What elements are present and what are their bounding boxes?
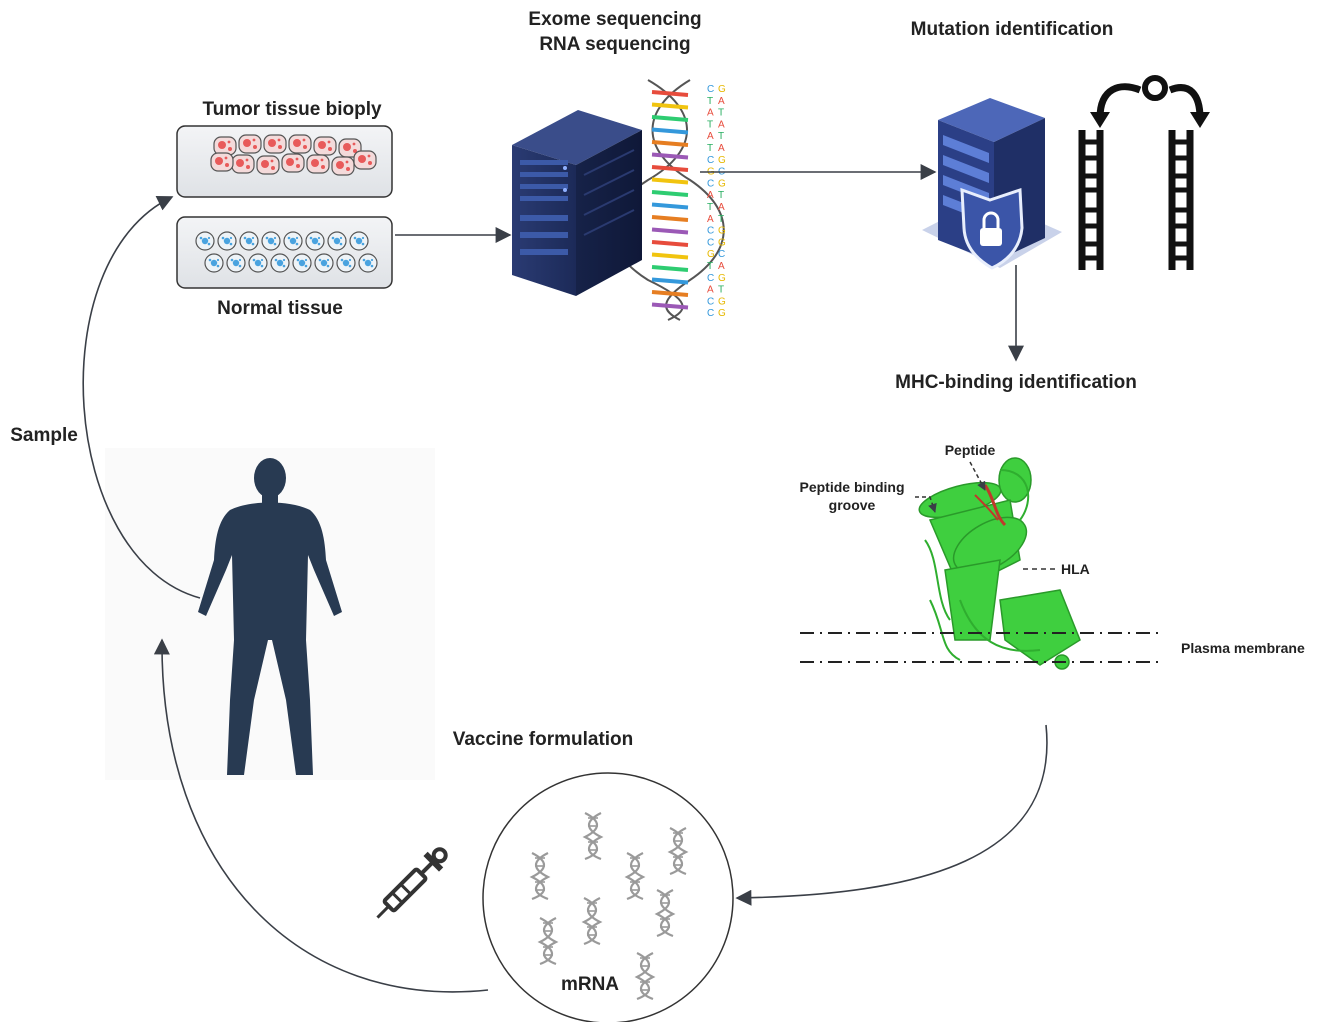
sequence-letter: T [718,285,724,296]
peptide-label: Peptide [945,442,996,458]
sequence-letter: T [718,214,724,225]
dna-compare-icon [1082,75,1210,270]
tumor-cell [210,152,234,172]
sequence-letter: T [707,202,713,213]
sequence-letter: C [707,296,714,307]
sequence-letter: G [707,249,715,260]
human-body-icon [105,448,435,780]
sequence-letter: A [707,214,714,225]
normal-cell [358,253,378,273]
exome-sequencing-label: Exome sequencing [528,9,701,30]
sequence-letter: T [707,143,713,154]
tumor-cell [331,156,355,176]
normal-cell [248,253,268,273]
mhc-binding-label: MHC-binding identification [895,372,1137,393]
mrna-label: mRNA [561,974,619,995]
normal-tissue-panel [176,216,393,289]
normal-cell [261,231,281,251]
normal-cell [327,231,347,251]
normal-cell [239,231,259,251]
normal-cell [204,253,224,273]
tumor-cell [231,154,255,174]
sequence-letter: T [707,261,713,272]
tumor-cell [213,136,237,156]
sequence-letter: G [718,84,726,95]
vaccine-formulation-label: Vaccine formulation [453,729,634,750]
sequence-letter: C [718,249,725,260]
sequence-letter: T [718,108,724,119]
normal-cell [305,231,325,251]
normal-cell [283,231,303,251]
peptide-binding-groove-label-line1: Peptide binding [800,479,905,495]
mutation-identification-label: Mutation identification [911,19,1114,40]
tumor-cell [238,134,262,154]
hla-label: HLA [1061,561,1090,577]
tumor-cell [306,154,330,174]
normal-cell [314,253,334,273]
normal-cell [270,253,290,273]
normal-cell [349,231,369,251]
sequence-letter: A [707,131,714,142]
sequence-letter: T [718,131,724,142]
peptide-binding-groove-label-line2: groove [829,497,876,513]
sequence-letter: A [718,261,725,272]
sequence-letter: G [718,308,726,319]
sequence-letter: A [707,108,714,119]
sequence-letter: T [707,96,713,107]
normal-cell [195,231,215,251]
secure-server-icon [922,98,1062,270]
sequence-letter: T [707,119,713,130]
sequence-letter: G [718,296,726,307]
normal-cell [292,253,312,273]
plasma-membrane-label: Plasma membrane [1181,640,1305,656]
tumor-cell [353,150,377,170]
sequence-letter: G [718,226,726,237]
sequence-letter: A [707,190,714,201]
rna-sequencing-label: RNA sequencing [539,34,690,55]
sequence-letter: G [718,155,726,166]
hla-protein-structure [918,457,1081,670]
sequence-letter: G [718,273,726,284]
sequence-letter: C [707,226,714,237]
sequence-letter: C [707,237,714,248]
tumor-cell [263,134,287,154]
sequence-letter: C [707,273,714,284]
normal-cell [217,231,237,251]
tumor-cell [313,136,337,156]
sequence-letter: A [718,143,725,154]
sequence-letter: G [718,237,726,248]
server-icon [512,110,642,296]
flow-arrows [82,164,1048,993]
normal-cell [336,253,356,273]
tumor-tissue-label: Tumor tissue bioply [202,99,382,120]
tumor-cell [256,155,280,175]
normal-cell [226,253,246,273]
tumor-cell [281,153,305,173]
sequence-letter: A [707,285,714,296]
sequence-letter: C [707,178,714,189]
sequence-letter: A [718,119,725,130]
sequence-letter: C [707,84,714,95]
plasma-membrane-lines [800,632,1158,663]
sequence-letter: C [707,308,714,319]
sequence-letter: G [718,178,726,189]
sequence-letter: A [718,202,725,213]
tumor-tissue-panel [176,125,393,198]
normal-tissue-label: Normal tissue [217,298,343,319]
sequence-letter: T [718,190,724,201]
sample-label: Sample [10,425,78,446]
syringe-icon [376,847,448,919]
sequence-letter: C [707,155,714,166]
mrna-circle [482,772,734,1022]
tumor-cell [288,134,312,154]
sequence-letter: A [718,96,725,107]
